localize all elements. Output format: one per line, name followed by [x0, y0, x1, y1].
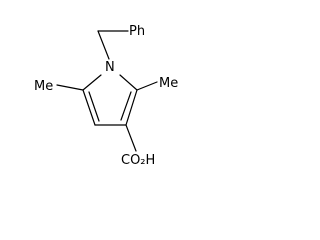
methyl-right-label: Me — [159, 76, 178, 91]
bond-c3-c2-inner — [120, 91, 132, 121]
bond-n-c2 — [119, 74, 138, 91]
ring-nitrogen-label: N — [105, 60, 115, 75]
bond-c3-acid — [125, 124, 137, 152]
bond-lines — [56, 30, 158, 152]
benzyl-label: Ph — [129, 24, 145, 39]
bond-c5-c4 — [82, 89, 96, 126]
bond-c5-me — [56, 84, 84, 91]
bond-c2-me — [136, 81, 158, 91]
carboxylic-acid-label: CO₂H — [121, 153, 155, 168]
methyl-left-label: Me — [34, 79, 53, 94]
bond-c5-c4-inner — [88, 91, 100, 122]
bond-n-ch2 — [97, 30, 110, 60]
chemical-structure: Ph N Me Me CO₂H — [34, 24, 178, 168]
bond-n-c5 — [82, 74, 102, 91]
bond-c3-c2 — [125, 89, 138, 126]
